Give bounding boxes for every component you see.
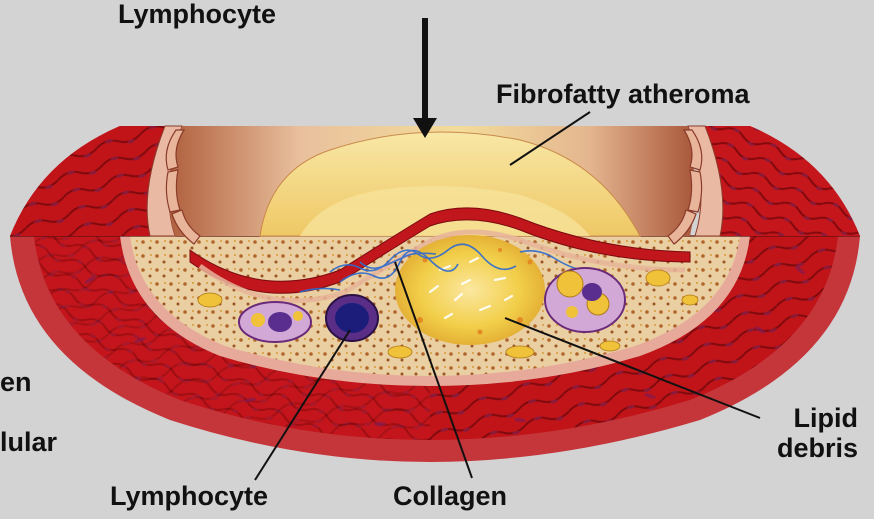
foam-cell-right [545, 268, 625, 332]
arrow-down [413, 18, 437, 138]
label-lipid-debris-2: debris [744, 434, 858, 463]
left-tube-wall [10, 126, 165, 236]
label-fibrofatty-atheroma: Fibrofatty atheroma [496, 80, 750, 109]
label-lipid-debris-1: Lipid [764, 404, 858, 433]
right-tube-wall [705, 126, 860, 236]
label-bottom-lymphocyte: Lymphocyte [110, 482, 268, 511]
foam-cell-left [239, 302, 311, 342]
label-top-lymphocyte: Lymphocyte [118, 0, 276, 29]
label-left-partial-2: lular [0, 428, 57, 457]
label-collagen: Collagen [393, 482, 507, 511]
lymphocyte-cell [326, 295, 378, 341]
label-left-partial-1: en [0, 368, 32, 397]
